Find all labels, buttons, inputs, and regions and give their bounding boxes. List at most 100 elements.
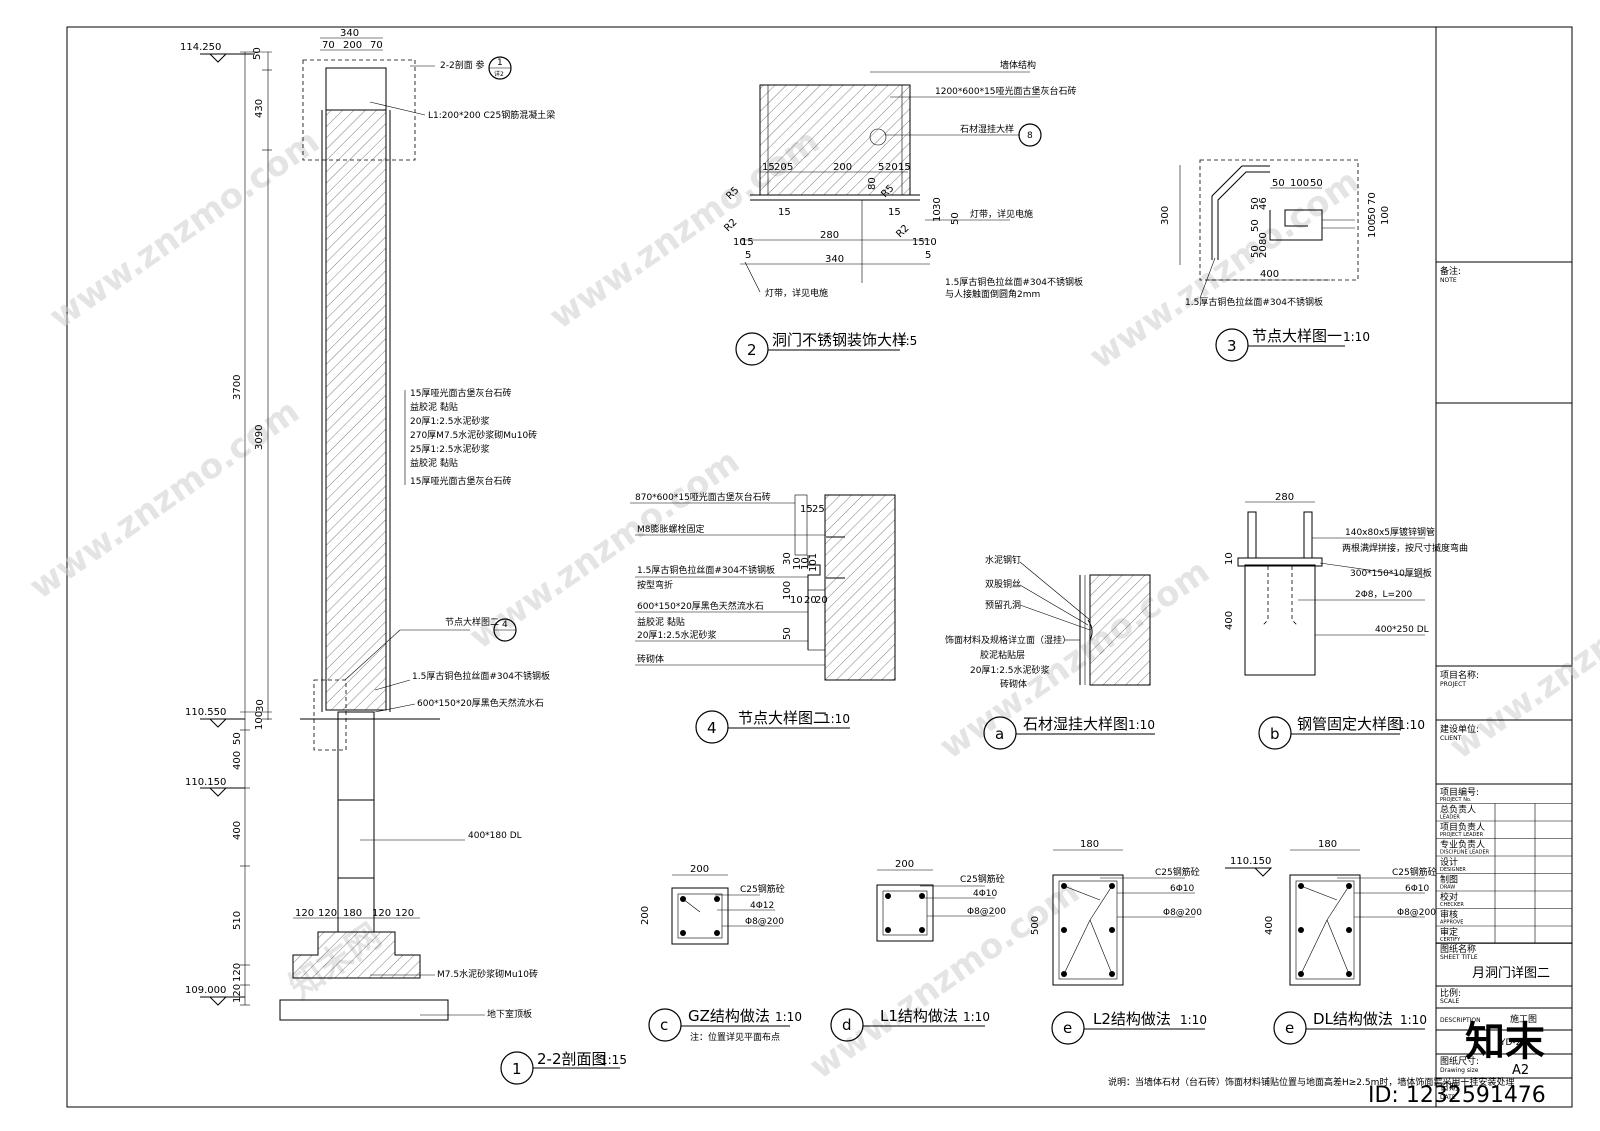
rebar [1109, 927, 1115, 933]
rebar [919, 927, 925, 933]
dim-label: 100 [1290, 178, 1309, 189]
dim-label: 15 [762, 162, 775, 173]
rebar [885, 927, 891, 933]
stirrup-hook [1089, 885, 1113, 921]
dim-label: 70 [1367, 192, 1378, 205]
steel-pipe [1303, 511, 1313, 559]
dim-label: 120 [372, 908, 391, 919]
dim-label: 3090 [254, 425, 265, 450]
anchor-bar [1261, 566, 1269, 627]
column-outline [671, 887, 729, 945]
title-block: 备注: NOTE 项目名称: PROJECT 建设单位: CLIENT 项目编号… [1436, 261, 1572, 1101]
tb-row-label-en: CERTIFY [1440, 937, 1461, 943]
dim-label: 400 [1224, 611, 1235, 630]
dim-label: 50 [232, 732, 243, 745]
tb-row-label: 项目编号: [1440, 786, 1479, 798]
wall-body [325, 109, 387, 711]
layer-label: 270厚M7.5水泥砂浆砌Mu10砖 [410, 429, 537, 441]
dim-label: R2 [894, 223, 911, 240]
dim-ticks [240, 51, 272, 1006]
dim-label: 20 [885, 162, 898, 173]
callout-text: 1.5厚古铜色拉丝面#304不锈钢板 [945, 276, 1083, 288]
detail-title: 洞门不锈钢装饰大样 [772, 331, 907, 349]
detail-title: L1结构做法 [880, 1007, 958, 1025]
dim-label: 80 [867, 177, 878, 190]
elevation-label: 109.000 [185, 985, 226, 996]
dim-label: 20 [815, 595, 828, 606]
elevation-label: 114.250 [180, 42, 221, 53]
callout-text: 20厚1:2.5水泥砂浆 [637, 629, 717, 641]
dim-label: 10 [924, 237, 937, 248]
elevation-label: 110.150 [1230, 856, 1271, 867]
column [337, 711, 375, 933]
callout-text: 砖砌体 [1000, 678, 1027, 690]
callout-text: 140x80x5厚镀锌钢管 [1345, 526, 1435, 538]
dim-label: 15 [800, 504, 813, 515]
callout-text: 胶泥粘贴层 [980, 649, 1025, 661]
wire-tie [1087, 619, 1093, 641]
tb-label: 备注: [1440, 265, 1461, 277]
dim-label: 200 [343, 40, 362, 51]
title-number: 4 [707, 719, 717, 737]
wall-structure [759, 84, 911, 196]
callout-text: 1200*600*15哑光面古堡灰台石砖 [935, 85, 1077, 97]
dim-label: 400 [1264, 916, 1275, 935]
dim-label: 15 [912, 237, 925, 248]
dim-label: 400 [1260, 269, 1279, 280]
stirrup-hook [1326, 885, 1350, 921]
tb-value: YD-2 [1499, 1038, 1521, 1048]
title-bubble [830, 1008, 864, 1042]
title-bubble [1273, 1011, 1307, 1045]
stirrup-hook [1300, 919, 1328, 975]
callout-text: 1.5厚古铜色拉丝面#304不锈钢板 [637, 564, 775, 576]
callout-text: 地下室顶板 [487, 1008, 532, 1020]
tb-label: 项目名称: [1440, 669, 1479, 681]
trim-profile [1211, 165, 1270, 260]
dim-label: 120 [232, 963, 243, 982]
dim-label: 50 [1272, 178, 1285, 189]
title-bubble [983, 716, 1017, 750]
dim-label: 30 [255, 699, 266, 712]
callout-text: Φ8@200 [1397, 908, 1436, 918]
ref-bubble [1018, 123, 1042, 147]
anchor-bar [1291, 566, 1299, 627]
section-scale: 1:15 [600, 1053, 627, 1067]
dim-label: 15 [888, 207, 901, 218]
leader-line [1019, 604, 1091, 631]
note-text: 注：位置详见平面布点 [690, 1031, 780, 1043]
tb-label-en: NOTE [1440, 277, 1457, 284]
detail-title: 节点大样图一 [1252, 327, 1342, 345]
dim-label: 5 [878, 162, 884, 173]
detail-title: 钢管固定大样图 [1297, 715, 1402, 733]
dim-label: 10 [800, 557, 811, 570]
leader-line [369, 101, 426, 116]
flow-stone [807, 589, 826, 651]
leader-line [1199, 257, 1216, 299]
ground-beam [337, 799, 375, 879]
stirrup [882, 890, 928, 936]
detail-scale: 1:10 [775, 1010, 802, 1024]
callout-text: 预留孔洞 [985, 599, 1021, 611]
dim-label: 15 [778, 207, 791, 218]
detail-title: GZ结构做法 [688, 1007, 770, 1025]
anchor [869, 128, 887, 146]
rebar [1298, 927, 1304, 933]
watermark-text: www.znzmo.com [802, 871, 1087, 1087]
dim-label: 70 [370, 40, 383, 51]
dim-label: 180 [1080, 839, 1099, 850]
callout-text: 按型弯折 [637, 579, 673, 591]
stirrup [677, 893, 723, 939]
dim-label: 5 [787, 162, 793, 173]
tb-row-label-en: PROJECT LEADER [1440, 832, 1484, 838]
ref-number: 4 [502, 620, 508, 630]
dim-label: 30 [932, 197, 943, 210]
dim-label: 300 [1160, 206, 1171, 225]
title-bubble [695, 710, 729, 744]
tb-label: 日期 [1440, 1082, 1458, 1093]
callout-text: 400*250 DL [1375, 625, 1429, 635]
dim-label: 5 [745, 250, 751, 261]
tb-label: 建设单位: [1440, 723, 1479, 735]
dim-label: 280 [1275, 492, 1294, 503]
dim-label: 50 [1310, 178, 1323, 189]
